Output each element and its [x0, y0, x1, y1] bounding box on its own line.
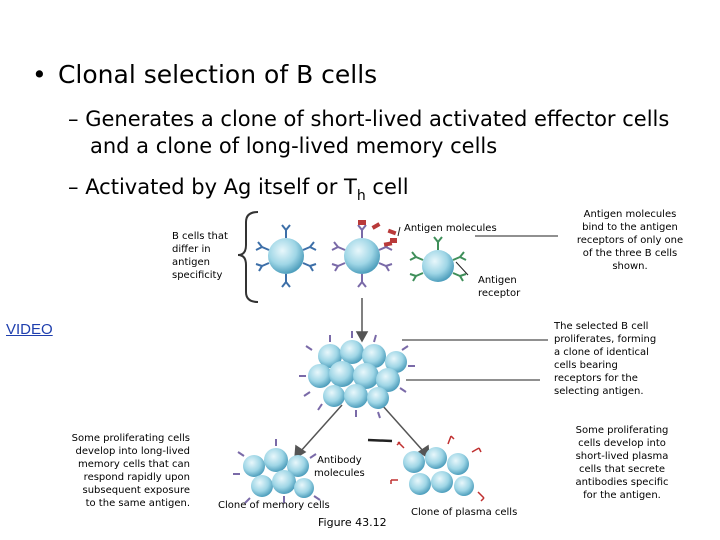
note-memory-cells: Some proliferating cells develop into lo… — [71, 433, 190, 509]
memory-cell-clone — [233, 439, 321, 504]
sub-bullet-activated: – Activated by Ag itself or Th cell — [68, 174, 409, 210]
label-clone-memory: Clone of memory cells — [218, 500, 330, 511]
note-antigen-binding: Antigen molecules bind to the antigen re… — [576, 209, 684, 272]
video-link[interactable]: VIDEO — [6, 321, 53, 338]
plasma-cell-clone — [390, 435, 485, 502]
sub-bullet-line-2: and a clone of long-lived memory cells — [90, 134, 498, 158]
free-antigens — [371, 222, 397, 247]
bullet-text: Clonal selection of B cells — [57, 60, 378, 89]
antibody-pointer — [367, 438, 393, 443]
proliferating-clone — [299, 331, 415, 419]
label-antigen-receptor: Antigen receptor — [478, 275, 521, 299]
label-clone-plasma: Clone of plasma cells — [411, 507, 518, 518]
b-cell-1 — [255, 224, 317, 288]
sub-bullet-generates: – Generates a clone of short-lived activ… — [68, 106, 669, 160]
pointer-lines — [397, 226, 558, 381]
sub-bullet-tail: cell — [365, 175, 409, 199]
subscript-h: h — [356, 188, 366, 204]
label-antibody-molecules: Antibody molecules — [314, 455, 365, 479]
label-antigen-molecules: Antigen molecules — [404, 223, 497, 234]
sub-bullet-text: Activated by Ag itself or T — [85, 175, 357, 199]
note-plasma-cells: Some proliferating cells develop into sh… — [575, 425, 669, 501]
dash: – — [68, 107, 79, 131]
figure-caption: Figure 43.12 — [318, 516, 387, 529]
bullet-dot: • — [32, 60, 47, 89]
sub-bullet-line-1: Generates a clone of short-lived activat… — [85, 107, 670, 131]
bullet-clonal-selection: • Clonal selection of B cells — [32, 60, 377, 89]
note-proliferation: The selected B cell proliferates, formin… — [554, 321, 657, 397]
brace — [237, 211, 259, 303]
b-cell-3 — [409, 236, 467, 282]
label-b-cells-differ: B cells that differ in antigen specifici… — [172, 231, 228, 281]
dash: – — [68, 175, 79, 199]
b-cell-2-selected — [331, 220, 397, 288]
